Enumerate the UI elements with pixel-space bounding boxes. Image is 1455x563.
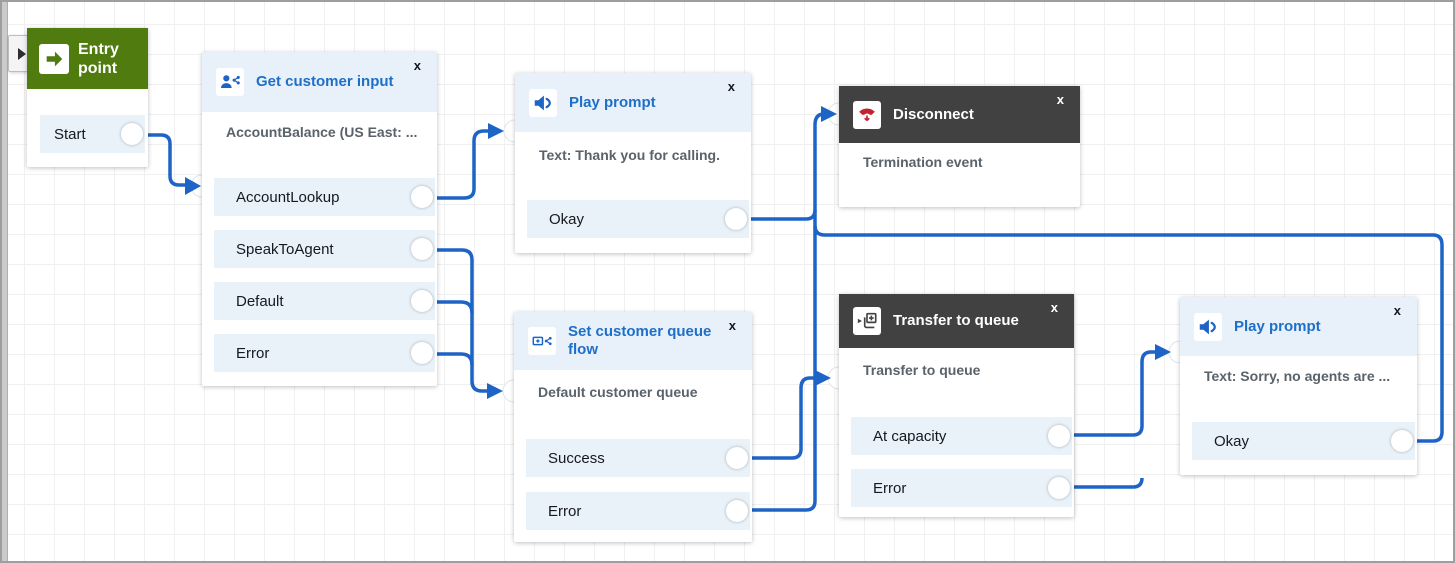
- node-title: Disconnect: [893, 105, 974, 123]
- connector-atcapacity-to-play-prompt-2[interactable]: [1061, 350, 1156, 437]
- output-label: Okay: [549, 210, 585, 228]
- node-parameter-text: Transfer to queue: [863, 362, 981, 378]
- node-parameter-text: AccountBalance (US East: ...: [226, 124, 418, 140]
- output-label: Error: [873, 479, 907, 497]
- output-row-default: Default: [214, 282, 435, 320]
- connector-transfer-error-to-play-prompt-2[interactable]: [1061, 477, 1144, 489]
- output-label: AccountLookup: [236, 188, 340, 206]
- node-header: Get customer input x: [202, 52, 437, 112]
- connector-error-to-queue-flow[interactable]: [433, 352, 474, 366]
- node-parameter-text: Default customer queue: [538, 384, 698, 400]
- close-icon[interactable]: x: [727, 79, 735, 94]
- node-play-prompt-2[interactable]: Play prompt x Text: Sorry, no agents are…: [1180, 297, 1417, 475]
- connector-okay-to-disconnect[interactable]: [744, 209, 817, 221]
- node-title: Play prompt: [1234, 317, 1321, 335]
- output-row-start: Start: [40, 115, 145, 153]
- entry-point-arrow-icon: [39, 43, 69, 74]
- output-label: Default: [236, 292, 284, 310]
- output-row-speaktoagent: SpeakToAgent: [214, 230, 435, 268]
- speaker-icon: [529, 88, 557, 117]
- transfer-to-queue-icon: [853, 307, 881, 335]
- output-row-error: Error: [214, 334, 435, 372]
- output-row-accountlookup: AccountLookup: [214, 178, 435, 216]
- output-label: At capacity: [873, 427, 947, 445]
- node-parameter-text: Text: Thank you for calling.: [539, 147, 720, 163]
- node-header: Set customer queue flow x: [514, 312, 752, 370]
- close-icon[interactable]: x: [413, 58, 421, 73]
- node-parameter-text: Termination event: [863, 154, 983, 170]
- arrowhead-icon: [821, 106, 837, 122]
- output-port[interactable]: [725, 208, 747, 230]
- node-entry-point[interactable]: Entry point Start: [27, 28, 148, 167]
- output-label: Error: [548, 502, 582, 520]
- node-set-customer-queue-flow[interactable]: Set customer queue flow x Default custom…: [514, 312, 752, 542]
- node-parameter-text: Text: Sorry, no agents are ...: [1204, 368, 1391, 384]
- node-disconnect[interactable]: Disconnect x Termination event: [839, 86, 1080, 207]
- output-row-at-capacity: At capacity: [851, 417, 1072, 455]
- connector-queueflow-error-to-disconnect[interactable]: [745, 112, 825, 512]
- output-label: Error: [236, 344, 270, 362]
- output-port[interactable]: [411, 238, 433, 260]
- node-title: Get customer input: [256, 73, 394, 90]
- node-header: Transfer to queue x: [839, 294, 1074, 348]
- output-port[interactable]: [121, 123, 143, 145]
- output-row-okay: Okay: [527, 200, 749, 238]
- arrowhead-icon: [487, 383, 503, 399]
- close-icon[interactable]: x: [1056, 92, 1064, 107]
- arrowhead-icon: [1155, 344, 1171, 360]
- node-header: Entry point: [27, 28, 148, 89]
- connector-default-to-queue-flow[interactable]: [433, 300, 474, 314]
- output-row-error: Error: [526, 492, 750, 530]
- output-label: Okay: [1214, 432, 1250, 450]
- connector-speaktoagent-to-queue-flow[interactable]: [433, 248, 488, 393]
- node-title: Set customer queue flow: [568, 323, 712, 358]
- output-label: SpeakToAgent: [236, 240, 334, 258]
- output-port[interactable]: [1391, 430, 1413, 452]
- node-header: Disconnect x: [839, 86, 1080, 143]
- arrowhead-icon: [185, 177, 201, 195]
- disconnect-phone-icon: [853, 100, 881, 129]
- close-icon[interactable]: x: [1393, 303, 1401, 318]
- connector-accountlookup-to-play-prompt[interactable]: [433, 129, 489, 200]
- output-row-okay: Okay: [1192, 422, 1415, 460]
- get-customer-input-icon: [216, 68, 244, 96]
- arrowhead-icon: [815, 370, 831, 386]
- collapsed-panel-strip: [2, 2, 8, 561]
- output-port[interactable]: [1048, 425, 1070, 447]
- node-get-customer-input[interactable]: Get customer input x AccountBalance (US …: [202, 52, 437, 386]
- connector-playprompt2-okay-to-disconnect[interactable]: [813, 225, 1444, 443]
- connector-start-to-get-customer-input[interactable]: [142, 133, 186, 187]
- node-header: Play prompt x: [1180, 297, 1417, 356]
- node-title: Entry point: [78, 40, 119, 77]
- close-icon[interactable]: x: [1050, 300, 1058, 315]
- arrowhead-icon: [488, 123, 504, 139]
- node-header: Play prompt x: [515, 73, 751, 132]
- output-port[interactable]: [1048, 477, 1070, 499]
- output-row-success: Success: [526, 439, 750, 477]
- right-triangle-icon: [17, 47, 26, 60]
- connector-success-to-transfer-queue[interactable]: [745, 376, 816, 460]
- output-label: Start: [54, 125, 86, 143]
- set-queue-flow-icon: [528, 327, 556, 355]
- node-transfer-to-queue[interactable]: Transfer to queue x Transfer to queue At…: [839, 294, 1074, 517]
- close-icon[interactable]: x: [728, 318, 736, 333]
- output-port[interactable]: [411, 186, 433, 208]
- output-port[interactable]: [726, 447, 748, 469]
- output-label: Success: [548, 449, 605, 467]
- node-play-prompt-1[interactable]: Play prompt x Text: Thank you for callin…: [515, 73, 751, 253]
- output-port[interactable]: [411, 290, 433, 312]
- output-row-error: Error: [851, 469, 1072, 507]
- node-title: Play prompt: [569, 93, 656, 111]
- output-port[interactable]: [726, 500, 748, 522]
- speaker-icon: [1194, 312, 1222, 341]
- output-port[interactable]: [411, 342, 433, 364]
- node-title: Transfer to queue: [893, 312, 1019, 329]
